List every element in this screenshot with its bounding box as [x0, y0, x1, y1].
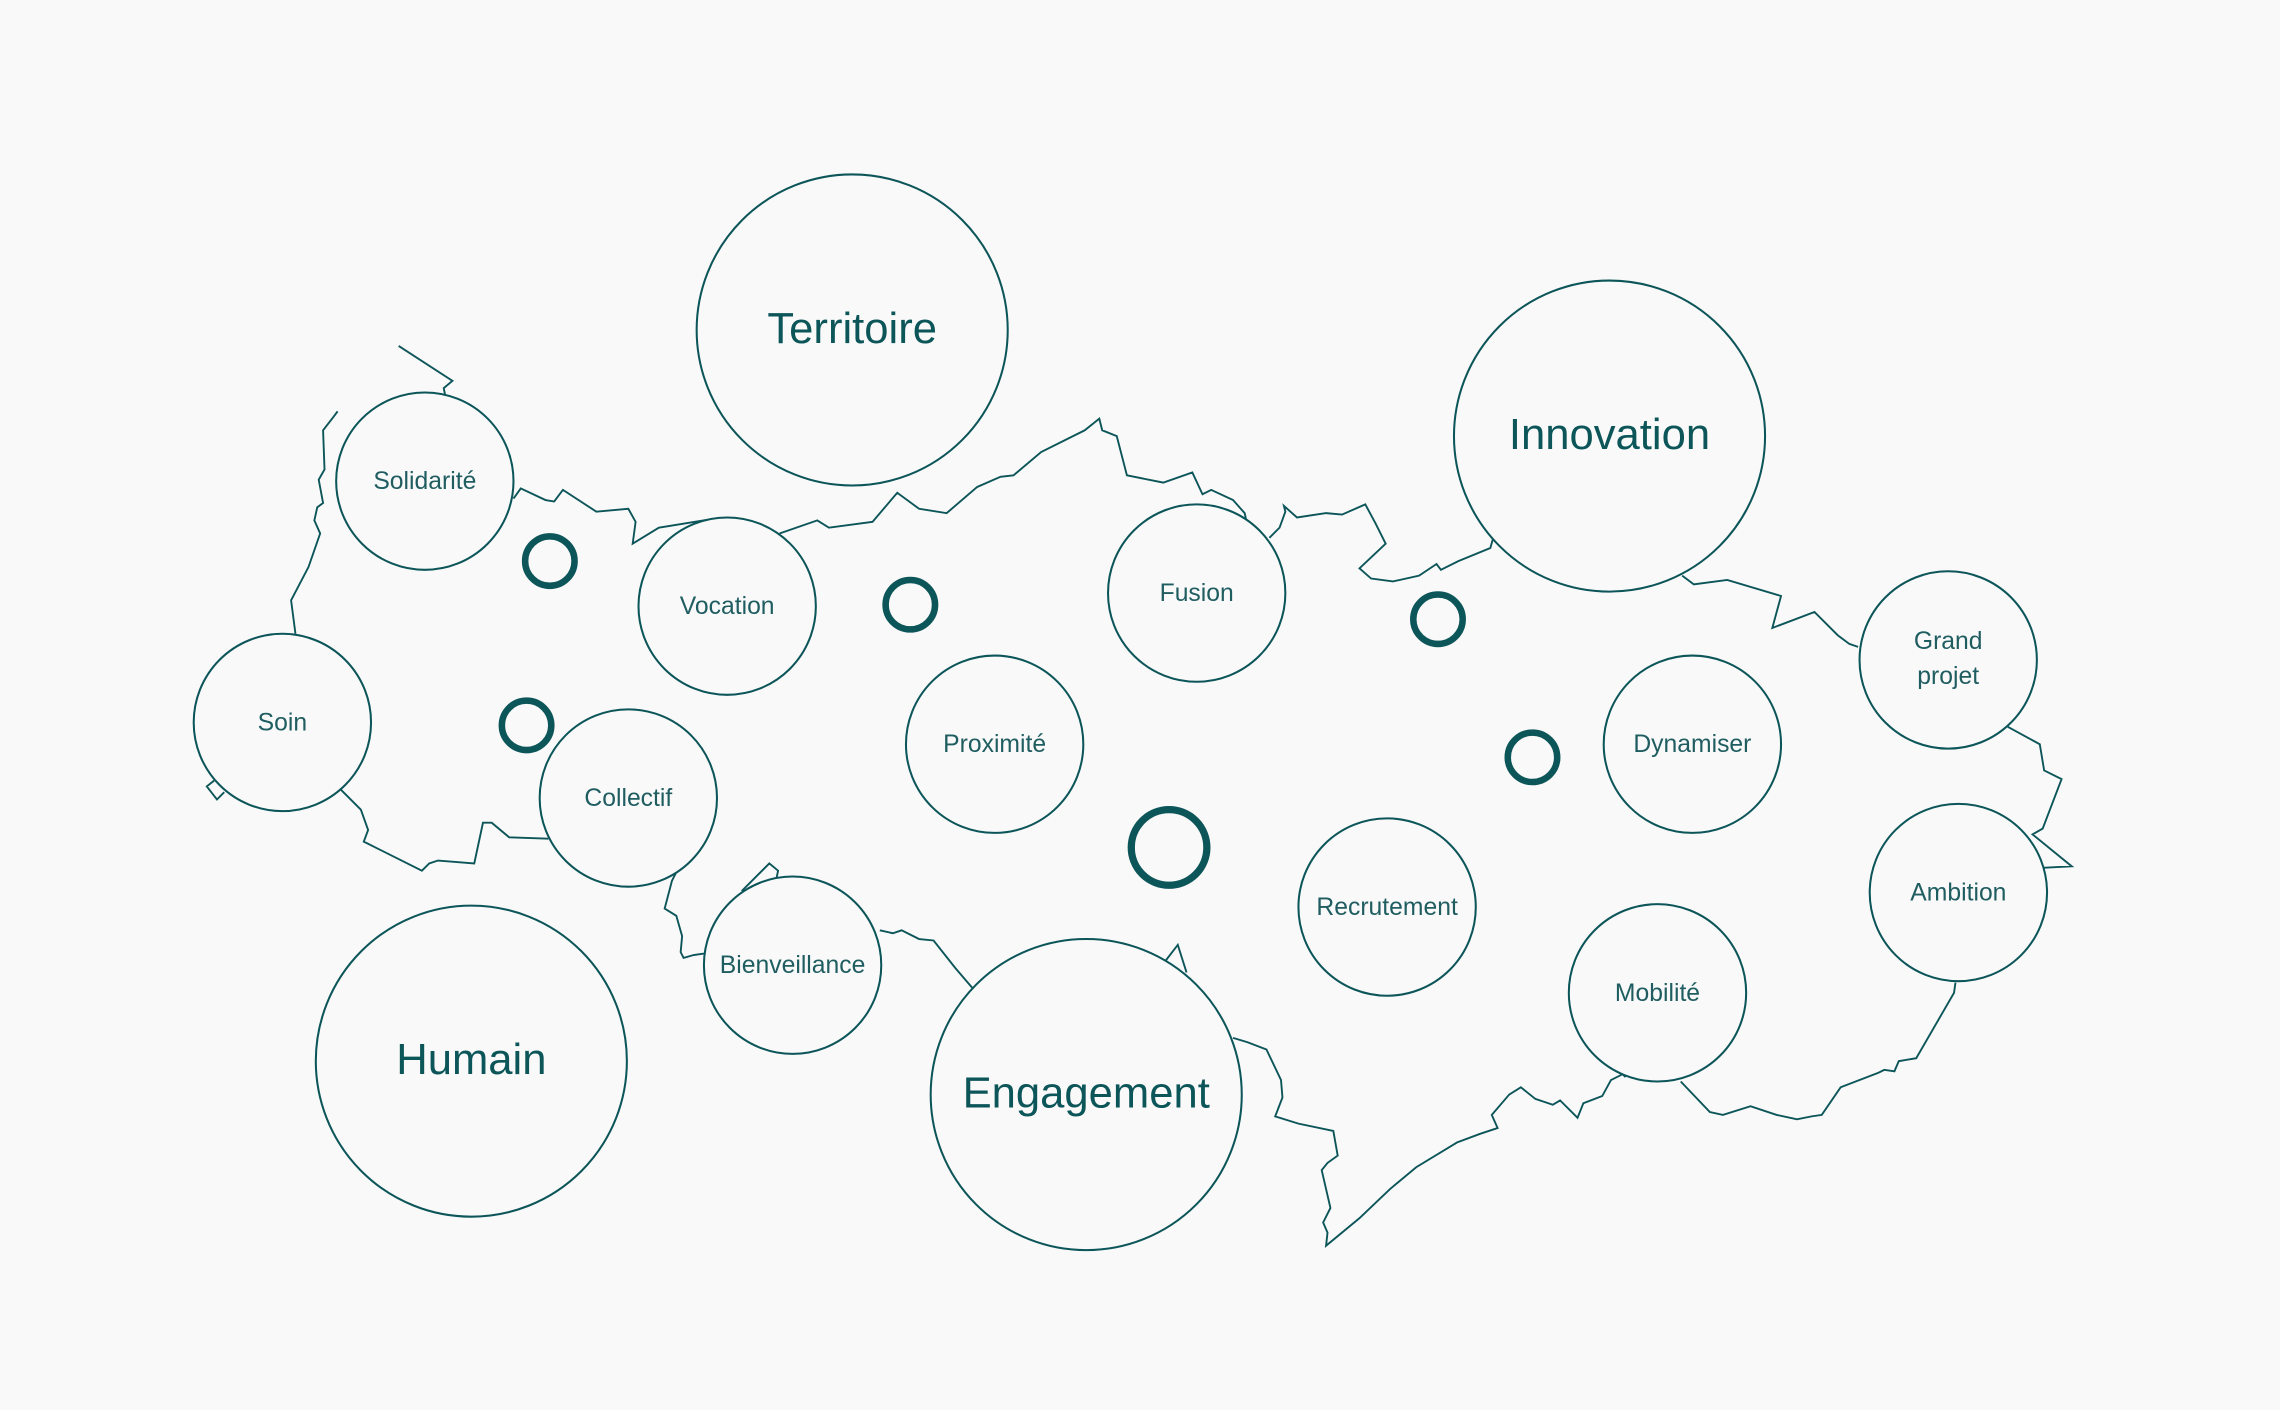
bubble-bienveillance[interactable]: Bienveillance [702, 875, 883, 1055]
bubble-circle[interactable] [904, 654, 1085, 834]
bubble-circle[interactable] [1452, 279, 1767, 593]
bubble-circle[interactable] [1567, 903, 1748, 1083]
bubble-circle[interactable] [929, 938, 1243, 1252]
bubble-mobilite[interactable]: Mobilité [1567, 903, 1748, 1083]
bubble-innovation[interactable]: Innovation [1452, 279, 1767, 593]
bubble-circle[interactable] [637, 516, 817, 696]
bubble-circle[interactable] [1297, 817, 1477, 997]
bubble-circle[interactable] [1107, 503, 1287, 683]
bubble-humain[interactable]: Humain [314, 904, 628, 1218]
bubble-recrutement[interactable]: Recrutement [1297, 817, 1477, 997]
bubble-territoire[interactable]: Territoire [695, 173, 1009, 487]
dot-rings [498, 533, 1561, 889]
bubble-collectif[interactable]: Collectif [538, 708, 719, 888]
bubble-engagement[interactable]: Engagement [929, 938, 1243, 1252]
ring-marker-icon [882, 576, 939, 633]
bubble-circle[interactable] [702, 875, 883, 1055]
ring-marker-icon [1504, 729, 1561, 786]
bubble-proximite[interactable]: Proximité [904, 654, 1085, 834]
bubble-circle[interactable] [335, 391, 515, 571]
bubble-circle[interactable] [314, 904, 628, 1218]
ring-marker-icon [1127, 806, 1211, 889]
bubble-circle[interactable] [538, 708, 719, 888]
bubble-dynamiser[interactable]: Dynamiser [1602, 654, 1783, 834]
ring-marker-icon [1410, 591, 1466, 648]
bubble-ambition[interactable]: Ambition [1868, 802, 2049, 983]
bubble-solidarite[interactable]: Solidarité [335, 391, 515, 571]
bubble-circle[interactable] [695, 173, 1009, 487]
ring-marker-icon [521, 533, 578, 590]
bubble-circle[interactable] [1602, 654, 1783, 834]
bubble-circle[interactable] [1868, 802, 2049, 983]
bubble-circle[interactable] [1858, 570, 2038, 750]
region-outline [205, 345, 2075, 1248]
bubble-vocation[interactable]: Vocation [637, 516, 817, 696]
bubble-circle[interactable] [192, 632, 373, 813]
bubble-fusion[interactable]: Fusion [1107, 503, 1287, 683]
ring-marker-icon [498, 697, 555, 754]
bubble-soin[interactable]: Soin [192, 632, 373, 813]
